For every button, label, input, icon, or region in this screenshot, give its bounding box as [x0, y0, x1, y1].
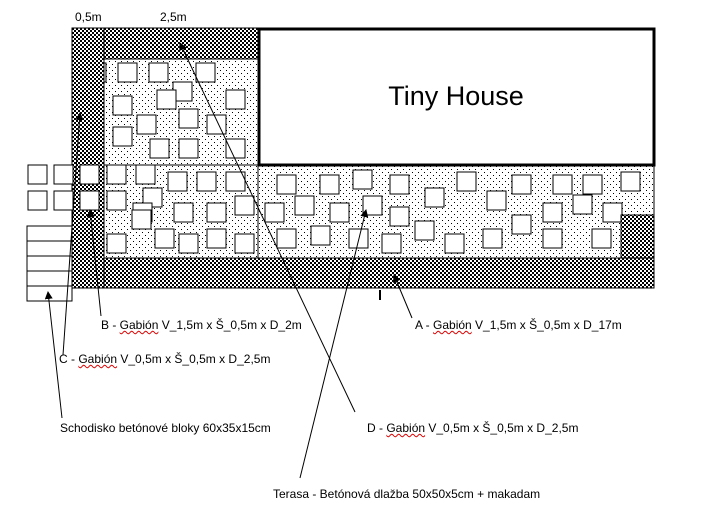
paving-tile: [389, 174, 410, 195]
paving-tile: [106, 233, 127, 254]
paving-tile: [552, 174, 573, 195]
leader-arrows: [44, 42, 413, 479]
paving-tile: [511, 214, 532, 235]
arrow-stairs: [44, 291, 63, 419]
arrow-d: [179, 42, 356, 413]
paving-tile: [542, 228, 563, 249]
paving-tile: [106, 164, 127, 185]
paving-tile: [389, 206, 410, 227]
concrete-block: [27, 164, 48, 185]
concrete-block: [27, 190, 48, 211]
paving-tile: [106, 190, 127, 211]
gabion-d: [103, 27, 259, 60]
gabion-b-blocks: [27, 164, 100, 211]
paving-tile: [276, 174, 297, 195]
paving-tile: [178, 108, 199, 129]
paving-tile: [276, 228, 297, 249]
paving-tile: [135, 164, 156, 185]
paving-tile: [352, 169, 373, 190]
paving-tile: [414, 220, 435, 241]
concrete-block: [53, 190, 74, 211]
paving-tile: [173, 202, 194, 223]
paving-tile: [582, 174, 603, 195]
label-gabion-a: A - Gabión V_1,5m x Š_0,5m x D_17m: [415, 318, 622, 332]
paving-tile: [264, 202, 285, 223]
label-stairs: Schodisko betónové bloky 60x35x15cm: [60, 421, 271, 435]
arrow-c: [62, 112, 84, 356]
arrow-b: [86, 209, 102, 317]
paving-tile: [112, 95, 133, 116]
paving-tile: [381, 233, 402, 254]
paving-tile: [486, 190, 507, 211]
gabion-small: [620, 214, 655, 259]
dimension-gabion: 0,5m: [75, 10, 102, 24]
label-gabion-b: B - Gabión V_1,5m x Š_0,5m x D_2m: [101, 318, 302, 332]
label-gabion-d: D - Gabión V_0,5m x Š_0,5m x D_2,5m: [367, 421, 579, 435]
arrow-a: [393, 274, 413, 319]
paving-tile: [156, 89, 177, 110]
paving-tile: [511, 174, 532, 195]
paving-tile: [178, 138, 199, 159]
paving-tile: [206, 114, 227, 135]
paving-tile: [591, 228, 612, 249]
paving-tile: [148, 62, 169, 83]
paving-tile: [602, 202, 623, 223]
gabion-c: [71, 27, 105, 289]
paving-tile: [136, 114, 157, 135]
tiny-house-label: Tiny House: [388, 81, 524, 111]
concrete-block: [53, 164, 74, 185]
label-terrace: Terasa - Betónová dlažba 50x50x5cm + mak…: [273, 487, 541, 501]
paving-tile: [310, 225, 331, 246]
paving-tile: [572, 194, 593, 215]
paving-tile: [424, 187, 445, 208]
paving-tile: [225, 89, 246, 110]
paving-tile: [206, 202, 227, 223]
paving-tile: [225, 171, 246, 192]
tiny-house-outline: [257, 27, 656, 167]
paving-tile: [117, 62, 138, 83]
dimension-terrace: 2,5m: [160, 10, 187, 24]
paving-tile: [195, 62, 216, 83]
paving-tile: [112, 126, 133, 147]
paving-tile: [329, 202, 350, 223]
paving-tile: [456, 171, 477, 192]
paving-tile: [319, 174, 340, 195]
paving-tile: [167, 171, 188, 192]
concrete-block: [79, 190, 100, 211]
stairs: [26, 225, 73, 302]
gabion-a: [103, 257, 655, 289]
paving-tile: [178, 233, 199, 254]
paving-tile: [225, 138, 246, 159]
paving-tile: [149, 138, 170, 159]
paving-tile: [154, 228, 175, 249]
paving-tile: [206, 228, 227, 249]
paving-tile: [196, 171, 217, 192]
paving-tile: [234, 233, 255, 254]
paving-tile: [482, 228, 503, 249]
arrow-terrace: [299, 209, 369, 479]
concrete-block: [79, 164, 100, 185]
paving-tile: [542, 202, 563, 223]
paving-tile: [620, 171, 641, 192]
paving-tile: [444, 233, 465, 254]
paving-tile: [234, 195, 255, 216]
label-gabion-c: C - Gabión V_0,5m x Š_0,5m x D_2,5m: [59, 352, 271, 366]
paving-tile: [294, 195, 315, 216]
paving-tile: [131, 209, 152, 230]
